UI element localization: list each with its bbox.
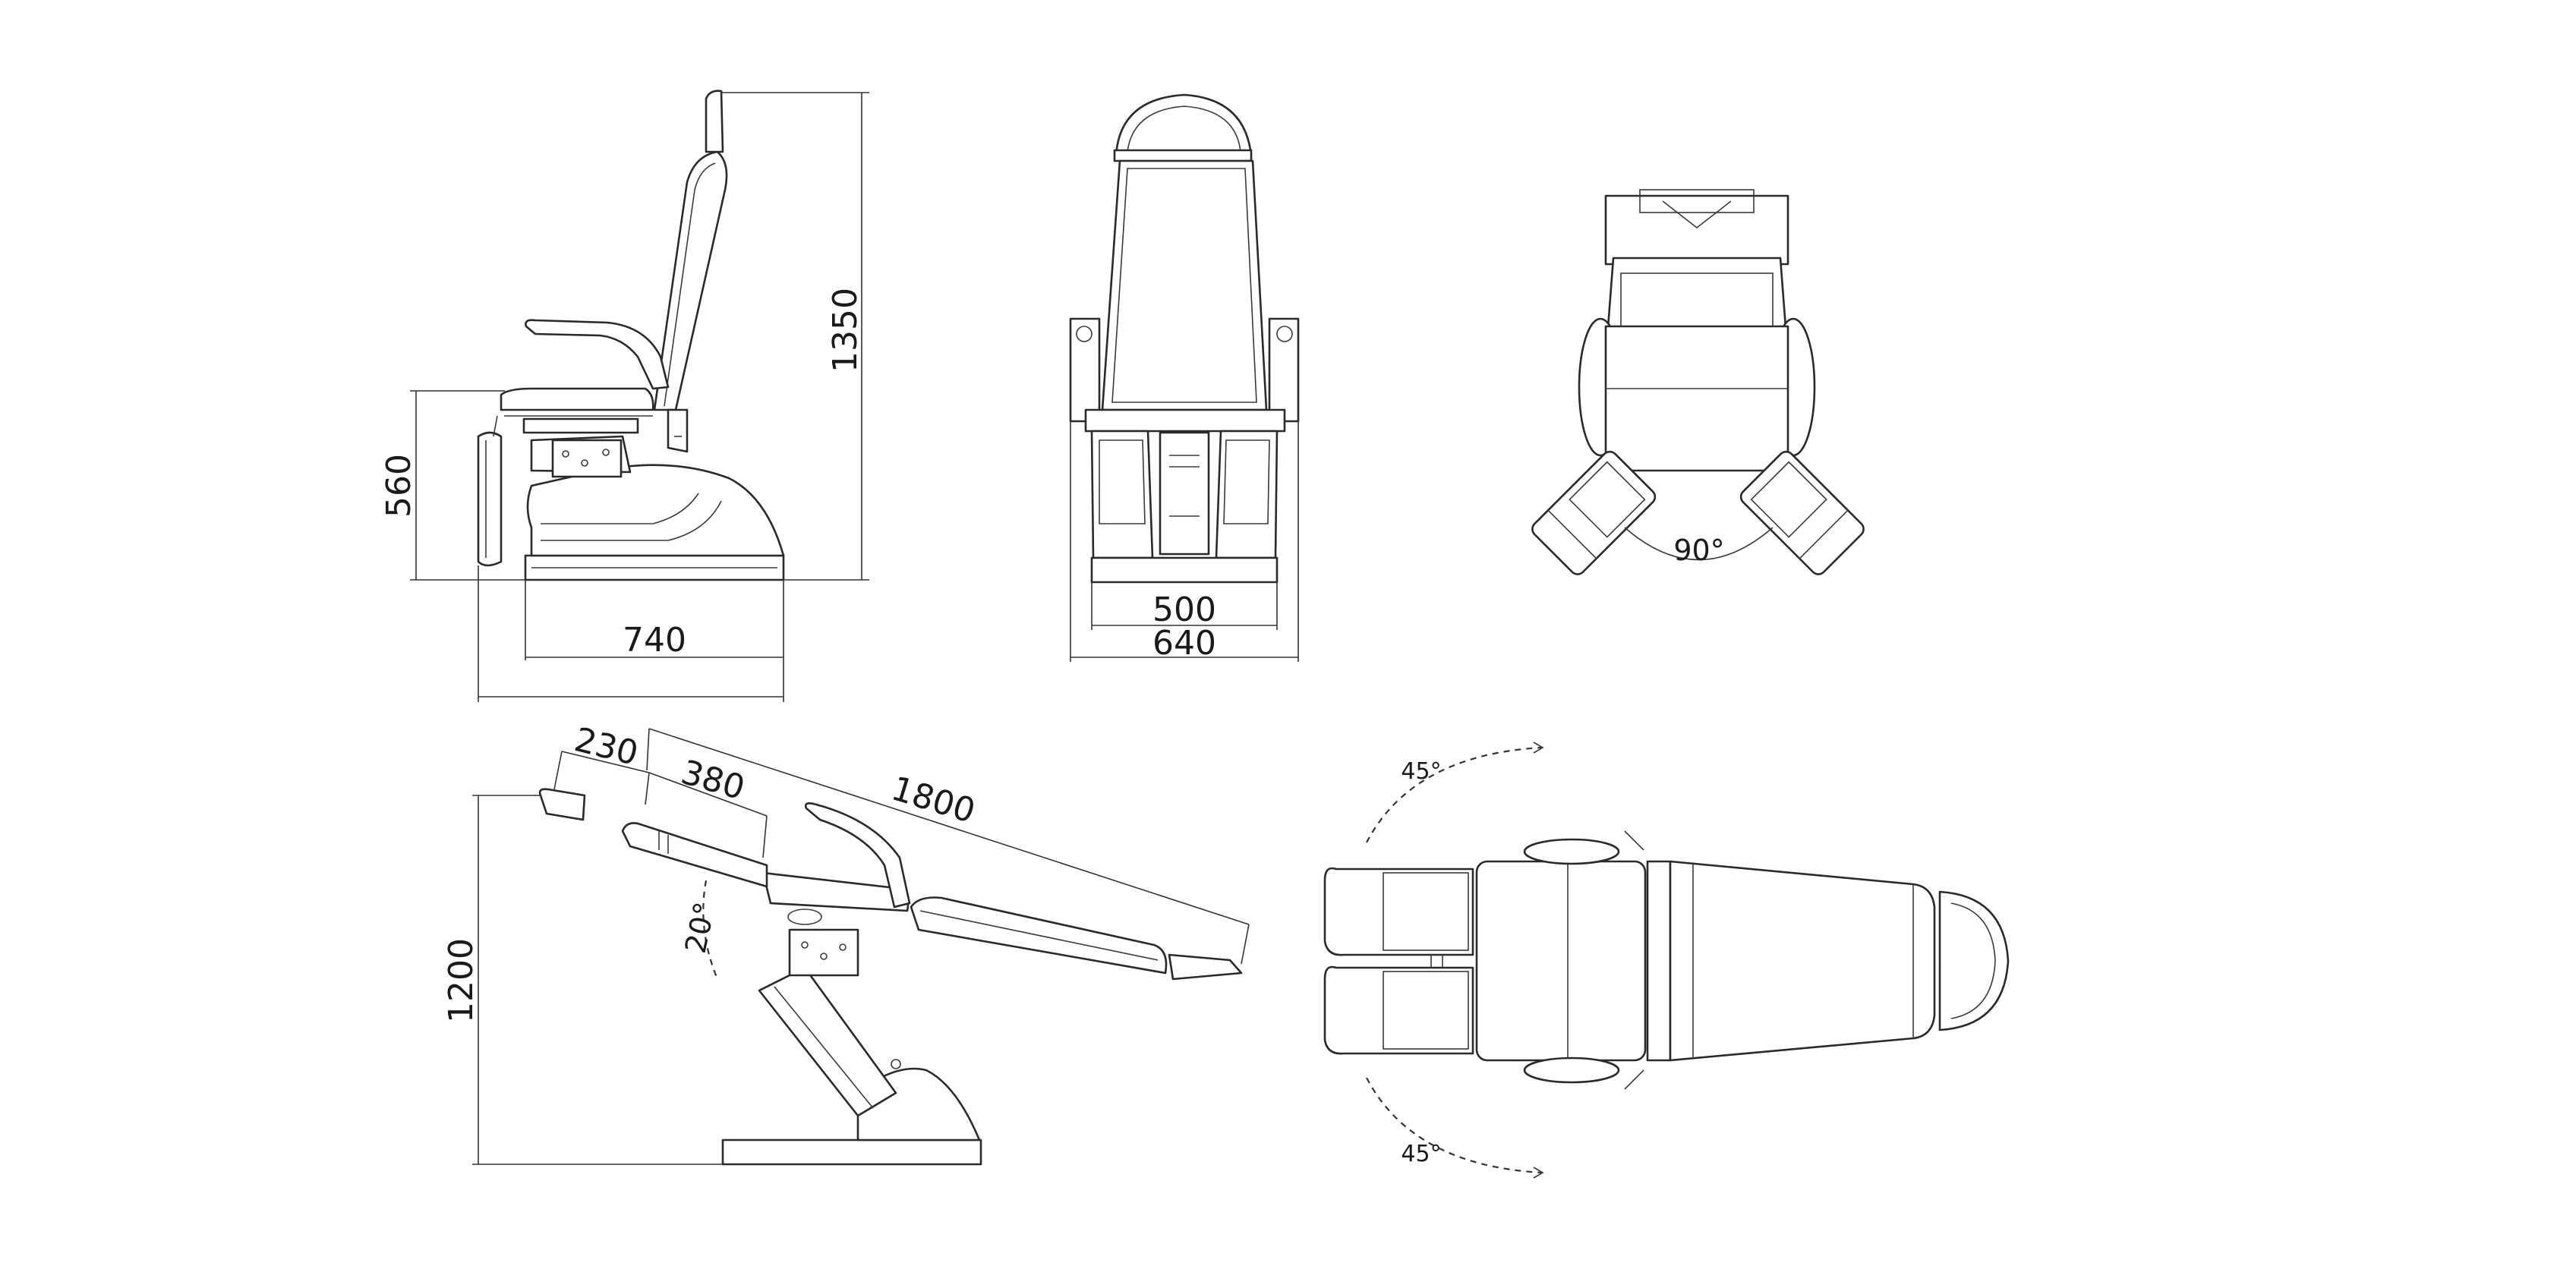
recline-leg-rest	[621, 822, 768, 888]
top-seat	[1604, 325, 1789, 472]
flat-armrest-top	[1523, 838, 1620, 865]
top-headrest	[1604, 194, 1789, 266]
dim-recline-foot: 230	[571, 720, 642, 773]
flat-seat	[1475, 860, 1647, 1062]
recline-view: 230 380 1800 20° 1200	[442, 720, 1250, 1166]
dim-side-height: 1350	[826, 288, 865, 373]
swing-arc-top	[1366, 746, 1542, 843]
side-backrest	[653, 150, 728, 411]
dim-side-depth: 740	[623, 621, 686, 660]
recline-mechanism	[788, 928, 859, 977]
front-seat	[1084, 408, 1286, 433]
front-backrest	[1101, 159, 1268, 411]
recline-foot-rest	[538, 788, 586, 821]
top-leg-rest-left	[1531, 450, 1657, 575]
front-headrest	[1115, 93, 1253, 157]
flat-headrest	[1938, 890, 2010, 1031]
flat-top-view: 45° 45°	[1323, 742, 2010, 1179]
top-view: 90°	[1531, 189, 1865, 575]
recline-base-plate	[721, 1138, 982, 1166]
side-seat	[500, 387, 654, 411]
side-headrest	[705, 90, 724, 153]
recline-headrest	[1168, 953, 1243, 981]
swing-arc-bottom	[1366, 1077, 1542, 1174]
dim-recline-tilt: 20°	[679, 899, 722, 956]
flat-leg-rest-upper	[1323, 867, 1474, 956]
flat-backrest	[1669, 860, 1936, 1062]
dim-top-leg-angle: 90°	[1673, 534, 1724, 567]
side-base-housing	[526, 464, 785, 557]
dim-swing-bottom: 45°	[1401, 1141, 1441, 1167]
flat-leg-rest-lower	[1323, 965, 1474, 1055]
dim-recline-height: 1200	[442, 938, 481, 1023]
dim-recline-leg: 380	[677, 753, 749, 808]
recline-seat	[761, 871, 910, 912]
side-leg-rest	[477, 431, 503, 567]
side-view: 1350 560 740	[380, 90, 869, 702]
dim-front-inner-width: 500	[1152, 590, 1216, 629]
front-view: 500 640	[1069, 93, 1300, 663]
side-armrest	[525, 319, 670, 390]
flat-armrest-bottom	[1523, 1057, 1620, 1084]
front-center-column	[1159, 431, 1210, 556]
recline-armrest	[805, 802, 911, 909]
side-mechanism	[551, 439, 623, 478]
recline-column	[758, 966, 897, 1117]
dim-swing-top: 45°	[1401, 758, 1441, 785]
dim-side-seat-height: 560	[380, 454, 418, 518]
front-base	[1090, 556, 1279, 584]
top-leg-rest-right	[1739, 450, 1865, 575]
dim-front-outer-width: 640	[1152, 624, 1216, 663]
